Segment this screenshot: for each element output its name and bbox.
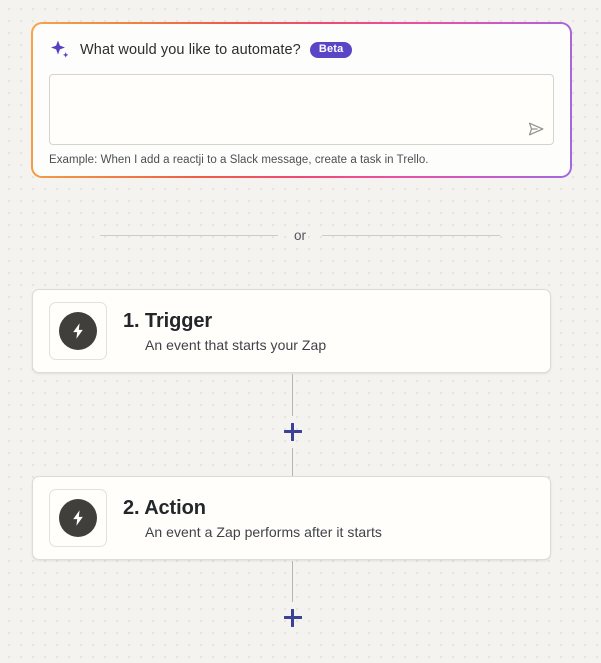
send-icon[interactable] bbox=[526, 119, 546, 139]
beta-badge: Beta bbox=[309, 42, 353, 58]
step-card-action[interactable]: 2. Action An event a Zap performs after … bbox=[32, 476, 551, 560]
bolt-circle bbox=[59, 499, 97, 537]
action-text-block: 2. Action An event a Zap performs after … bbox=[123, 497, 382, 540]
divider: or bbox=[100, 228, 501, 243]
bolt-circle bbox=[59, 312, 97, 350]
automation-prompt-container[interactable] bbox=[49, 74, 554, 145]
connector-line bbox=[292, 374, 293, 416]
sparkle-icon bbox=[51, 40, 69, 58]
step-subtitle: An event that starts your Zap bbox=[145, 336, 327, 353]
connector-line bbox=[292, 448, 293, 476]
trigger-text-block: 1. Trigger An event that starts your Zap bbox=[123, 310, 326, 353]
step-title: 1. Trigger bbox=[123, 309, 213, 332]
ai-card-title: What would you like to automate? bbox=[80, 42, 301, 58]
trigger-icon-tile bbox=[49, 302, 107, 360]
ai-card-header: What would you like to automate? Beta bbox=[49, 38, 554, 62]
connector-line bbox=[292, 561, 293, 602]
add-step-button-1[interactable] bbox=[284, 423, 302, 441]
action-icon-tile bbox=[49, 489, 107, 547]
ai-automate-card: What would you like to automate? Beta Ex… bbox=[31, 22, 572, 178]
step-subtitle: An event a Zap performs after it starts bbox=[145, 523, 382, 540]
divider-label: or bbox=[294, 228, 307, 243]
divider-line-left bbox=[100, 235, 278, 236]
automation-prompt-input[interactable] bbox=[50, 75, 553, 144]
example-hint-text: Example: When I add a reactji to a Slack… bbox=[49, 154, 429, 166]
lightning-bolt-icon bbox=[73, 510, 83, 526]
lightning-bolt-icon bbox=[73, 323, 83, 339]
divider-line-right bbox=[322, 235, 501, 236]
step-card-trigger[interactable]: 1. Trigger An event that starts your Zap bbox=[32, 289, 551, 373]
add-step-button-2[interactable] bbox=[284, 609, 302, 627]
step-title: 2. Action bbox=[123, 496, 206, 519]
